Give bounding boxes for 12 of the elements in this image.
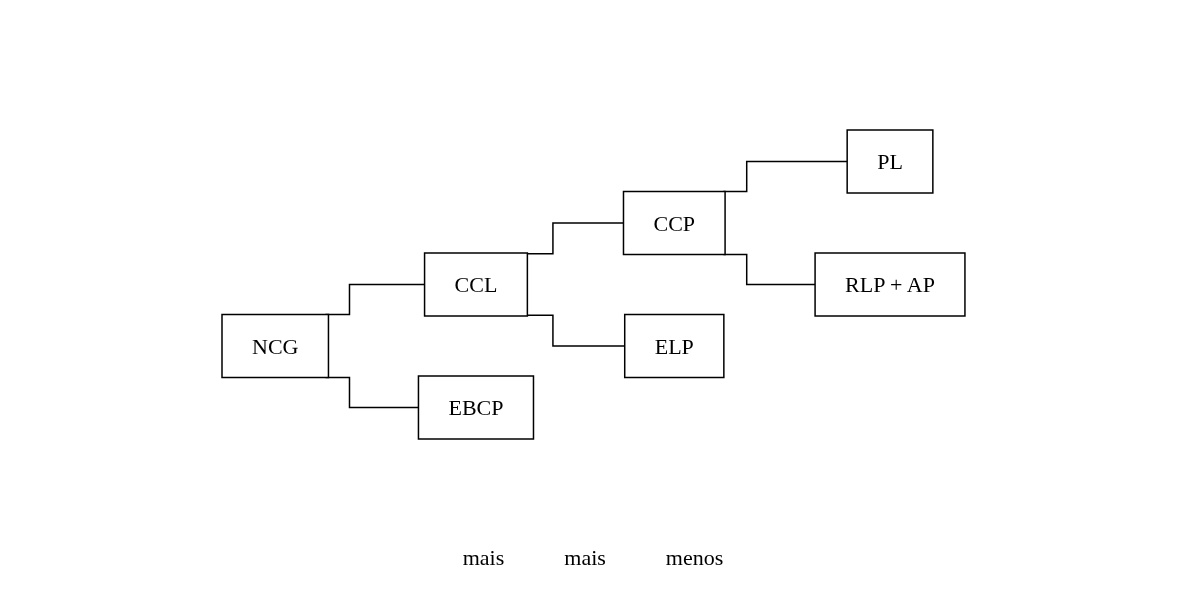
node-box: NCG xyxy=(220,313,329,379)
connector-word: menos xyxy=(665,544,724,571)
node-box: ELP xyxy=(623,313,725,379)
node-box: CCL xyxy=(423,252,528,317)
node-box: RLP + AP xyxy=(813,252,966,317)
connector-word: mais xyxy=(462,544,505,571)
connector-word: mais xyxy=(564,544,606,571)
connector xyxy=(526,222,624,255)
node-box: EBCP xyxy=(417,375,534,440)
connector xyxy=(526,314,625,347)
node-box: CCP xyxy=(622,190,726,256)
node-box: PL xyxy=(845,129,934,194)
